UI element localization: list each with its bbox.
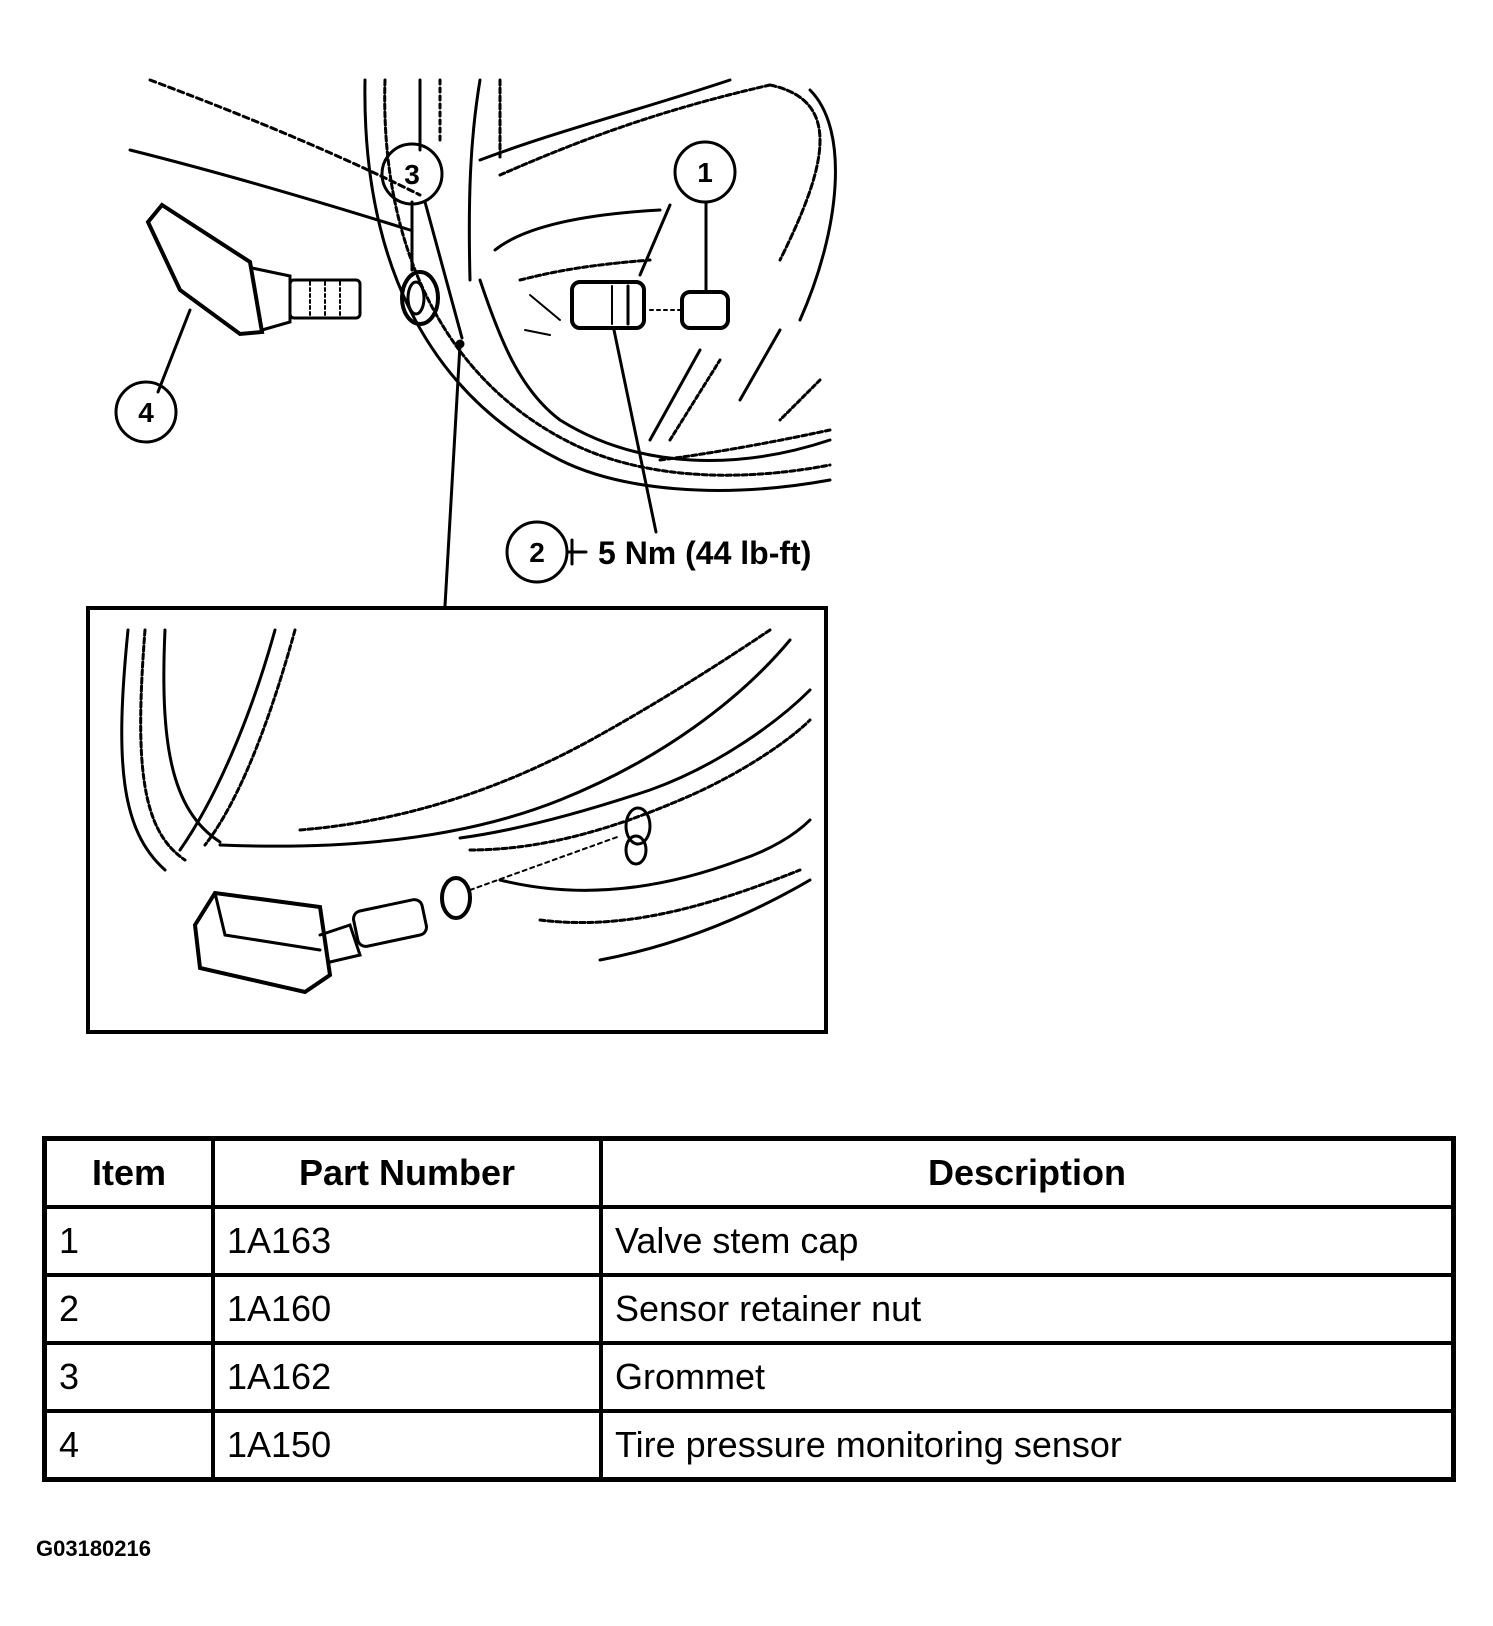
table-header-row: Item Part Number Description [42,1136,1456,1209]
cell-part-number: 1A162 [211,1341,603,1413]
parts-table: Item Part Number Description 1 1A163 Val… [42,1136,1456,1482]
inset-tpms-sensor [192,890,428,995]
cell-description: Sensor retainer nut [599,1273,1456,1345]
cell-description: Grommet [599,1341,1456,1413]
table-row: 3 1A162 Grommet [42,1341,1456,1413]
cell-item: 4 [42,1409,215,1482]
cell-item: 3 [42,1341,215,1413]
cell-part-number: 1A163 [211,1205,603,1277]
inset-wheel-outline [120,628,812,962]
header-item: Item [42,1136,215,1209]
valve-stem-cap [649,290,730,330]
sensor-retainer-nut [570,280,646,330]
grommet [400,270,440,326]
callout-3-label: 3 [404,159,420,190]
wheel-rim-outline [128,78,837,492]
cell-item: 1 [42,1205,215,1277]
cell-description: Valve stem cap [599,1205,1456,1277]
callout-3-circle [380,142,444,206]
table-row: 4 1A150 Tire pressure monitoring sensor [42,1409,1456,1482]
exploded-view-diagram: 1 2 3 4 5 Nm (44 lb-ft) [86,78,837,1034]
callout-4-circle [114,380,178,444]
cell-description: Tire pressure monitoring sensor [599,1409,1456,1482]
inset-frame [86,606,828,1034]
figure-id: G03180216 [36,1536,151,1561]
callout-1-circle [673,140,737,204]
inset-grommet [440,835,621,920]
torque-spec-label: 5 Nm (44 lb-ft) [598,535,811,571]
callout-2-label: 2 [529,537,545,568]
table-row: 1 1A163 Valve stem cap [42,1205,1456,1277]
callout-2-circle [505,520,569,584]
cell-item: 2 [42,1273,215,1345]
leader-lines [156,200,708,608]
callout-1-label: 1 [697,157,713,188]
cell-part-number: 1A160 [211,1273,603,1345]
tpms-sensor [145,202,362,337]
table-row: 2 1A160 Sensor retainer nut [42,1273,1456,1345]
cell-part-number: 1A150 [211,1409,603,1482]
header-part-number: Part Number [211,1136,603,1209]
inset-valve-hole [624,806,652,866]
leader-dot [455,339,465,349]
header-description: Description [599,1136,1456,1209]
callout-4-label: 4 [138,397,154,428]
